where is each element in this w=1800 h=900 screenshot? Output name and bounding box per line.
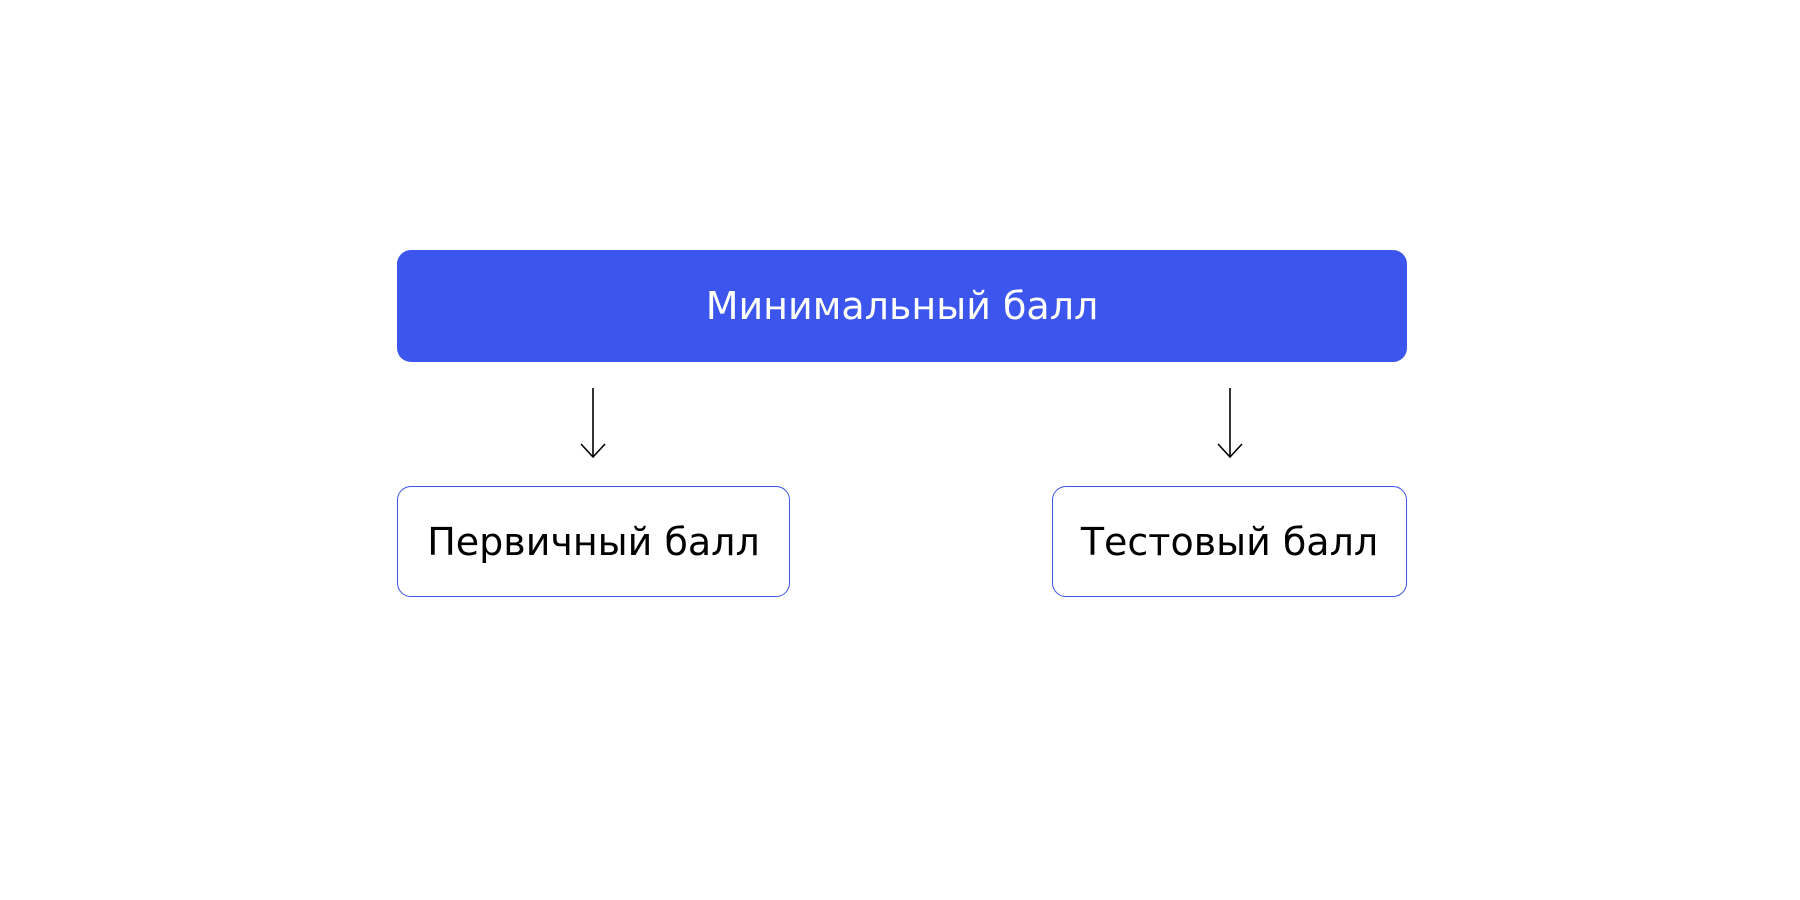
child-node-test-score: Тестовый балл (1052, 486, 1407, 597)
arrow-down-icon (580, 388, 606, 459)
child-node-label: Первичный балл (427, 519, 760, 564)
child-node-label: Тестовый балл (1080, 519, 1379, 564)
arrow-down-icon (1217, 388, 1243, 459)
root-node-minimum-score: Минимальный балл (397, 250, 1407, 362)
root-node-label: Минимальный балл (705, 284, 1099, 328)
child-node-primary-score: Первичный балл (397, 486, 790, 597)
